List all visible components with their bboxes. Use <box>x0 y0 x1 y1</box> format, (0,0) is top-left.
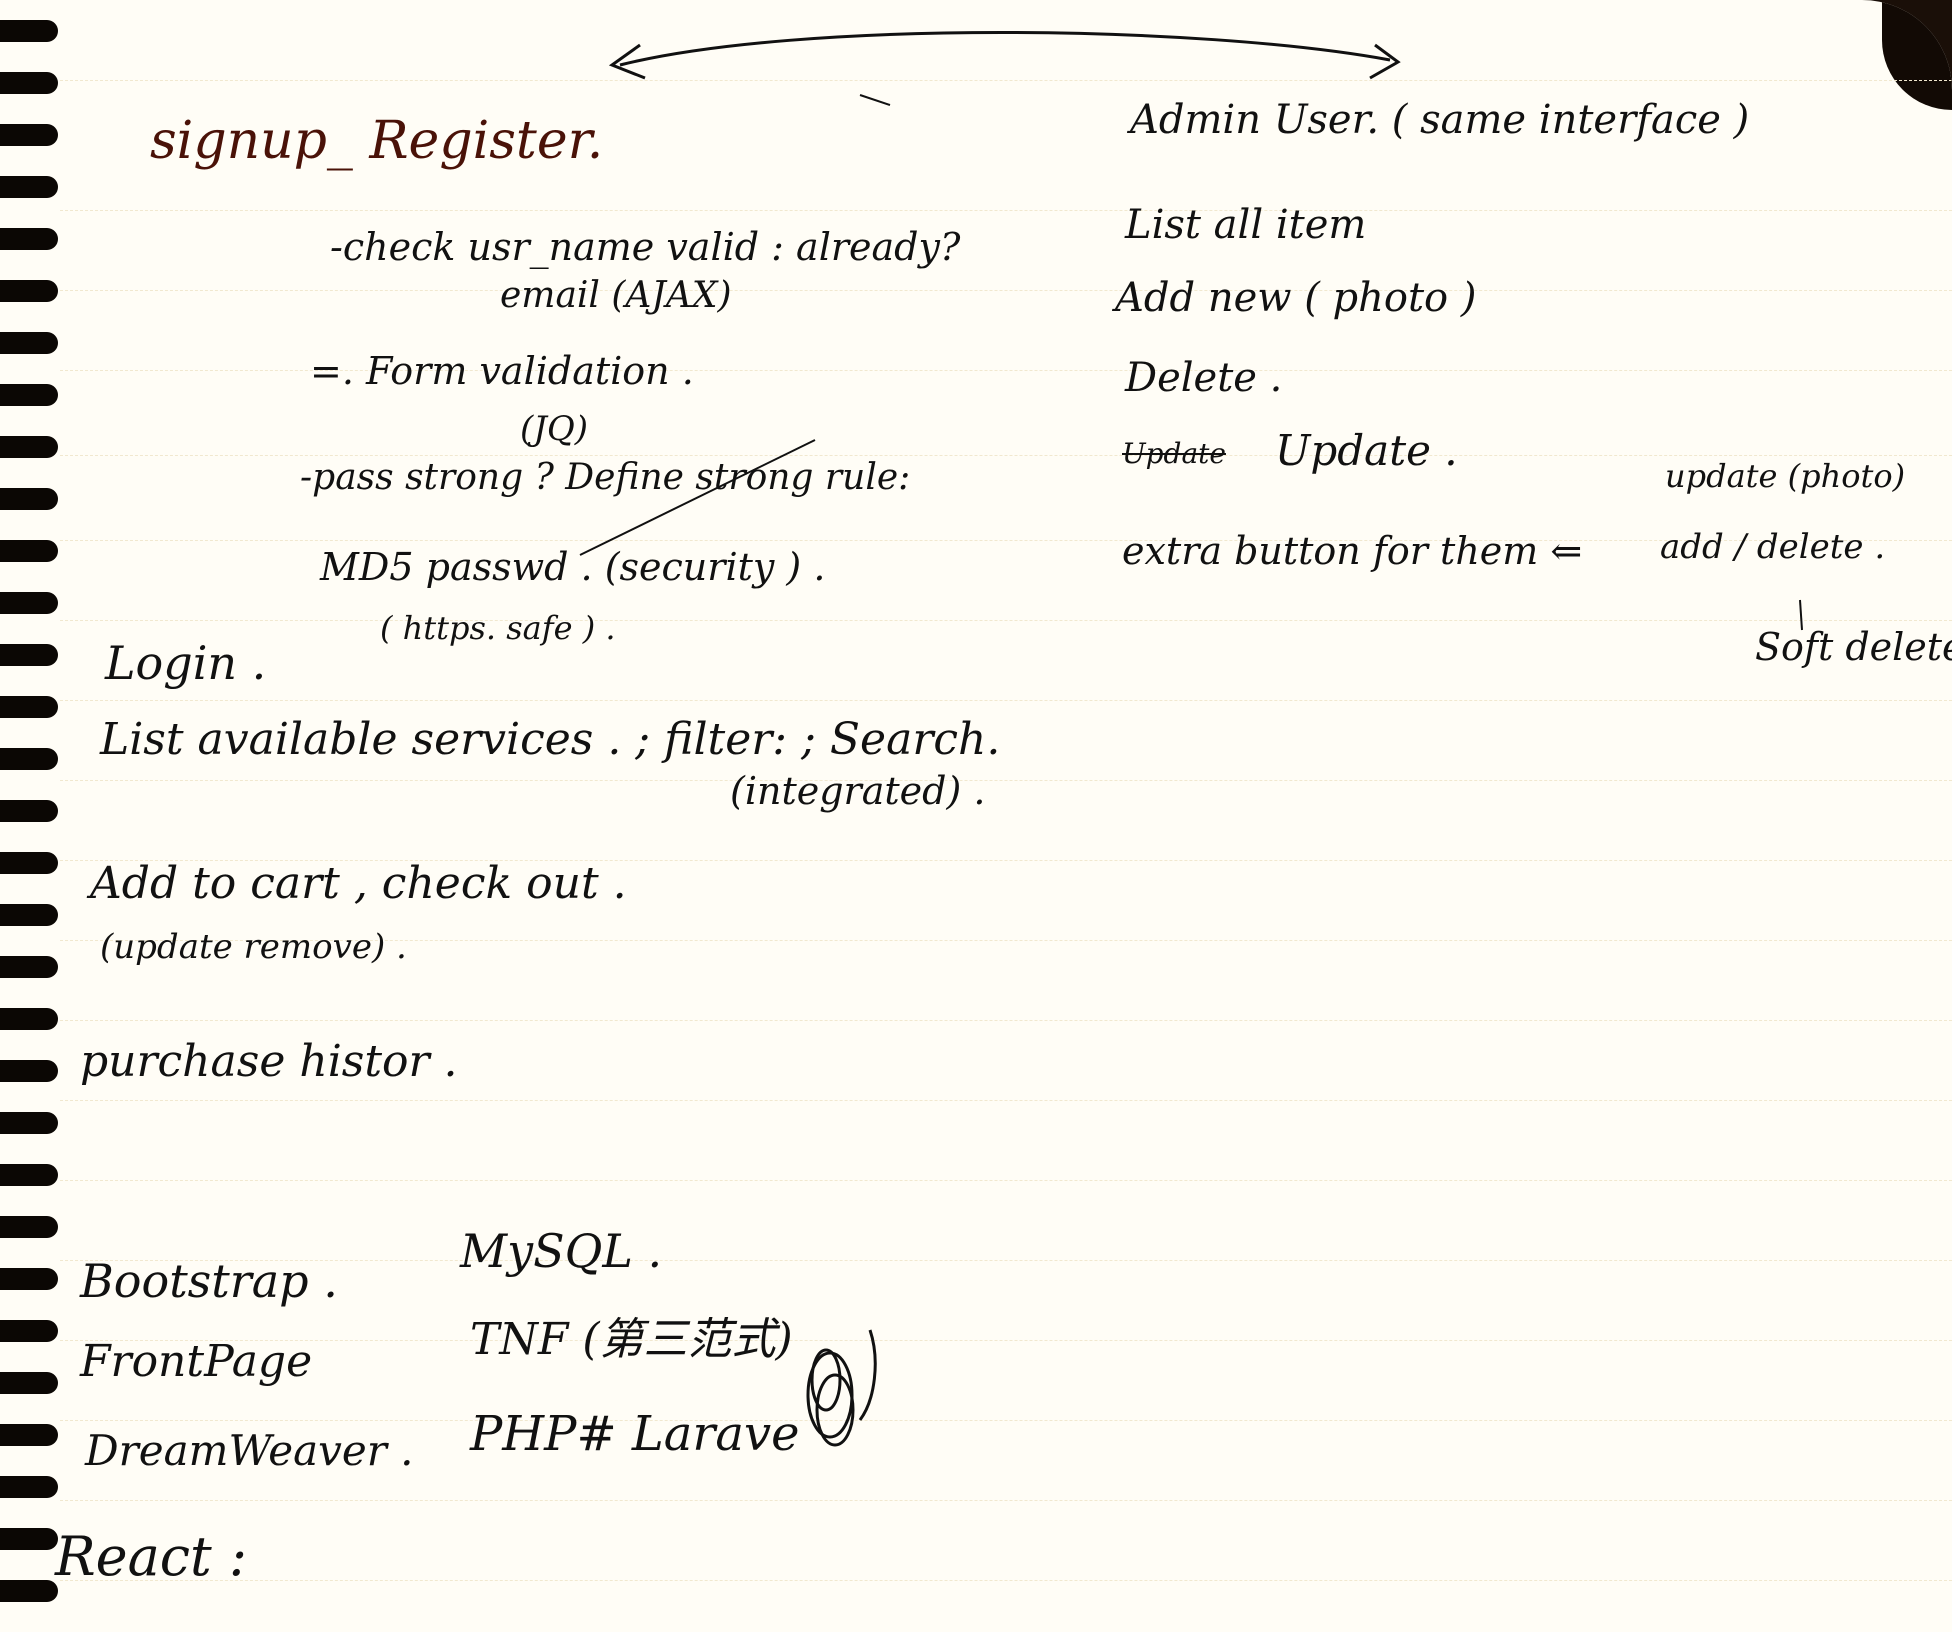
https-note: ( https. safe ) . <box>380 609 616 647</box>
bootstrap-tool: Bootstrap . <box>80 1254 338 1308</box>
tnf-note: TNF (第三范式) <box>470 1314 793 1365</box>
signup-heading: signup_ Register. <box>150 111 604 171</box>
add-new-item: Add new ( photo ) <box>1115 275 1477 321</box>
double-arrow-icon <box>619 31 1391 67</box>
link-line <box>579 439 816 556</box>
update-item: Update . <box>1275 426 1458 475</box>
admin-user-heading: Admin User. ( same interface ) <box>1130 97 1750 143</box>
bracket-line <box>858 1329 877 1421</box>
delete-item: Delete . <box>1125 355 1283 401</box>
frontpage-tool: FrontPage <box>80 1336 313 1387</box>
update-remove-note: (update remove) . <box>100 927 407 967</box>
list-services-heading: List available services . ; filter: ; Se… <box>100 714 1001 765</box>
integrated-note: (integrated) . <box>730 769 986 813</box>
email-ajax-note: email (AJAX) <box>500 275 732 316</box>
extra-button-note: extra button for them ⇐ <box>1122 529 1583 573</box>
list-all-item: List all item <box>1125 202 1367 248</box>
check-username-note: -check usr_name valid : already? <box>330 225 961 269</box>
update-struck-out: Update <box>1122 437 1226 470</box>
md5-password-note: MD5 passwd . (security ) . <box>320 545 826 589</box>
spiral-binding <box>0 0 70 1632</box>
password-strength-note: -pass strong ? Define strong rule: <box>300 457 911 498</box>
dreamweaver-tool: DreamWeaver . <box>85 1426 414 1475</box>
login-heading: Login . <box>105 636 267 690</box>
purchase-history-heading: purchase histor . <box>80 1036 458 1087</box>
scribble-icon <box>806 1348 855 1447</box>
jquery-note: (JQ) <box>520 409 589 449</box>
add-delete-note: add / delete . <box>1660 527 1886 567</box>
php-laravel-tool: PHP# Larave <box>470 1406 800 1462</box>
update-photo-note: update (photo) <box>1665 457 1906 495</box>
form-validation-note: =. Form validation . <box>310 349 694 393</box>
mysql-tool: MySQL . <box>460 1224 663 1278</box>
react-tool: React : <box>55 1525 248 1588</box>
soft-delete-note: Soft delete <box>1755 625 1952 669</box>
add-to-cart-heading: Add to cart , check out . <box>90 858 627 909</box>
